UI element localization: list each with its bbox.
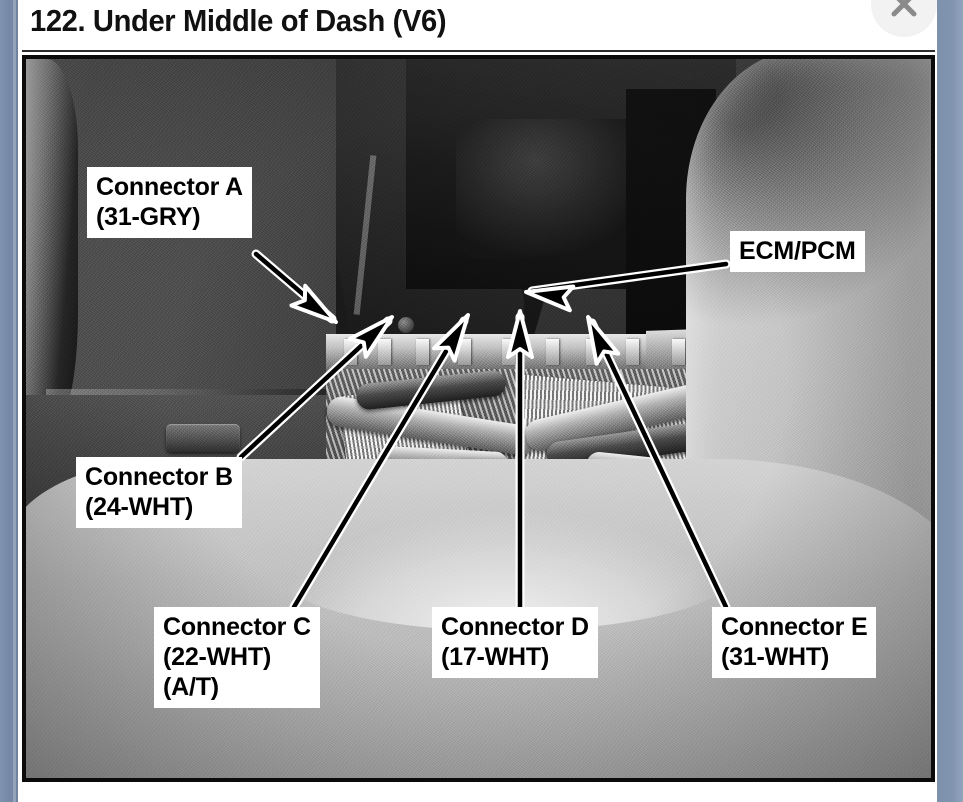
- brace-bolt: [398, 317, 414, 333]
- connector-latch: [378, 339, 391, 365]
- connector-latch: [586, 339, 599, 365]
- connector-latch: [416, 339, 429, 365]
- callout-connector-d: Connector D (17-WHT): [432, 607, 598, 678]
- panel-handle: [166, 424, 240, 452]
- page-title: 122. Under Middle of Dash (V6): [30, 3, 447, 38]
- connector-latch: [626, 339, 639, 365]
- connector-latch: [672, 339, 685, 365]
- left-panel-edge-highlight: [26, 59, 78, 419]
- left-panel-seam: [46, 389, 346, 395]
- dark-upper-recess: [456, 119, 656, 259]
- gutter-highlight-line: [13, 0, 16, 802]
- connector-latch: [458, 339, 471, 365]
- connector-latch: [344, 339, 357, 365]
- callout-connector-a: Connector A (31-GRY): [87, 167, 252, 238]
- callout-connector-b: Connector B (24-WHT): [76, 457, 242, 528]
- callout-connector-e: Connector E (31-WHT): [712, 607, 877, 678]
- close-x-icon: [891, 0, 917, 17]
- left-page-gutter: [0, 0, 18, 802]
- title-bar: 122. Under Middle of Dash (V6): [22, 0, 935, 52]
- connector-latch: [502, 339, 515, 365]
- right-page-gutter: [937, 0, 963, 802]
- callout-ecm-pcm: ECM/PCM: [730, 231, 865, 272]
- dashboard-photo: Connector A (31-GRY) Connector B (24-WHT…: [26, 59, 931, 778]
- connector-latch: [546, 339, 559, 365]
- callout-connector-c: Connector C (22-WHT) (A/T): [154, 607, 320, 708]
- photo-frame[interactable]: Connector A (31-GRY) Connector B (24-WHT…: [22, 55, 935, 782]
